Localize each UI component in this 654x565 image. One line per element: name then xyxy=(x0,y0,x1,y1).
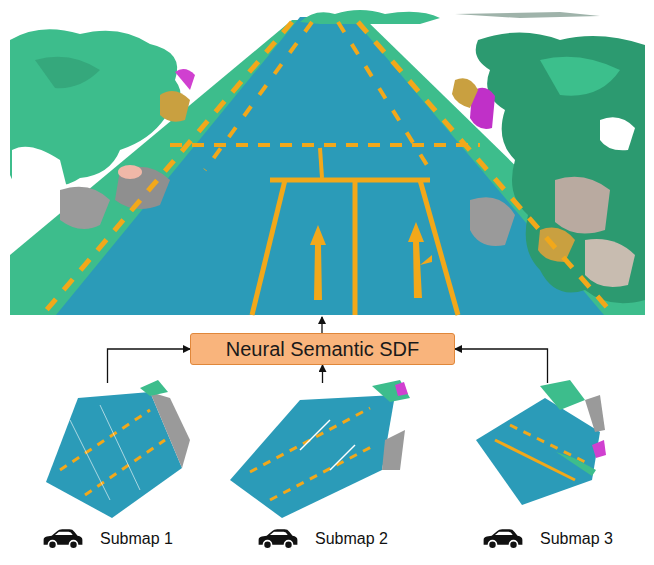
scene-shape xyxy=(140,380,168,396)
scene-shape xyxy=(60,410,165,495)
submap-2-illustration xyxy=(230,380,410,518)
scene-shape xyxy=(353,182,358,315)
scene-shape xyxy=(556,452,596,476)
scene-shape xyxy=(540,57,620,96)
scene-shape xyxy=(175,69,195,90)
car-icon xyxy=(482,527,524,551)
scene-shape xyxy=(100,405,140,490)
submap-label-row: Submap 2 xyxy=(240,527,405,551)
scene-shape xyxy=(538,228,575,262)
scene-shape xyxy=(44,22,292,313)
scene-shape xyxy=(310,225,326,300)
scene-shape xyxy=(320,148,322,178)
scene-shape xyxy=(60,187,110,229)
box-label: Neural Semantic SDF xyxy=(226,338,419,361)
scene-shape xyxy=(338,22,430,170)
scene-shape xyxy=(300,10,440,24)
car-wheel xyxy=(509,541,517,549)
flow-arrow xyxy=(455,349,548,383)
submap-group: Submap 1 xyxy=(25,383,190,555)
scene-shape xyxy=(170,143,480,147)
scene-shape xyxy=(420,255,432,265)
submap-3-illustration xyxy=(476,380,606,505)
scene-shape xyxy=(395,382,408,396)
scene-shape xyxy=(150,392,190,468)
scene-shape xyxy=(420,180,458,315)
scene-shape xyxy=(35,57,100,89)
flow-arrow xyxy=(108,349,191,383)
submap-label: Submap 3 xyxy=(540,530,613,548)
scene-shape xyxy=(585,395,605,432)
scene-shape xyxy=(205,22,312,170)
scene-shape xyxy=(85,440,165,495)
process-box: Neural Semantic SDF xyxy=(190,333,455,365)
car-window xyxy=(270,532,288,535)
scene-shape xyxy=(230,395,395,518)
submap-group: Submap 3 xyxy=(465,383,630,555)
car-icon xyxy=(42,527,84,551)
scene-shape xyxy=(160,91,190,122)
car-wheel xyxy=(69,541,77,549)
car-wheel xyxy=(263,541,271,549)
submap-label-row: Submap 1 xyxy=(25,527,190,551)
scene-shape xyxy=(70,405,140,500)
scene-shape xyxy=(476,33,645,304)
scene-shape xyxy=(250,408,375,500)
flow-arrow xyxy=(322,365,323,383)
car-icon xyxy=(257,527,299,551)
scene-shape xyxy=(300,420,355,470)
scene-shape xyxy=(455,12,600,18)
scene-shape xyxy=(452,78,478,108)
scene-shape xyxy=(270,178,430,183)
submap-label-row: Submap 3 xyxy=(465,527,630,551)
scene-shape xyxy=(600,117,635,150)
scene-shape xyxy=(585,239,635,287)
scene-shape xyxy=(44,22,612,315)
car-wheel xyxy=(488,541,496,549)
output-arrow xyxy=(321,317,322,333)
car-window xyxy=(495,532,513,535)
scene-shape xyxy=(408,222,424,298)
scene-shape xyxy=(495,440,575,480)
scene-shape xyxy=(470,197,515,246)
scene-shape xyxy=(592,440,606,458)
scene-shape xyxy=(540,380,585,410)
submap-label: Submap 2 xyxy=(315,530,388,548)
scene-shape xyxy=(495,425,585,480)
car-wheel xyxy=(284,541,292,549)
scene-shape xyxy=(70,420,110,500)
scene-shape xyxy=(476,398,600,505)
car-window xyxy=(55,532,73,535)
scene-shape xyxy=(330,445,355,470)
car-wheel xyxy=(48,541,56,549)
submap-group: Submap 2 xyxy=(240,383,405,555)
scene-shape xyxy=(510,425,585,462)
scene-shape xyxy=(270,445,375,500)
submap-1-illustration xyxy=(46,380,190,518)
road-rendering xyxy=(10,10,645,315)
scene-shape xyxy=(555,177,610,234)
submap-label: Submap 1 xyxy=(100,530,173,548)
scene-shape xyxy=(372,380,410,402)
scene-shape xyxy=(300,420,330,450)
scene-shape xyxy=(382,430,405,470)
scene-shape xyxy=(358,22,612,313)
scene-shape xyxy=(250,408,370,472)
scene-shape xyxy=(252,180,285,315)
scene-shape xyxy=(118,165,142,179)
